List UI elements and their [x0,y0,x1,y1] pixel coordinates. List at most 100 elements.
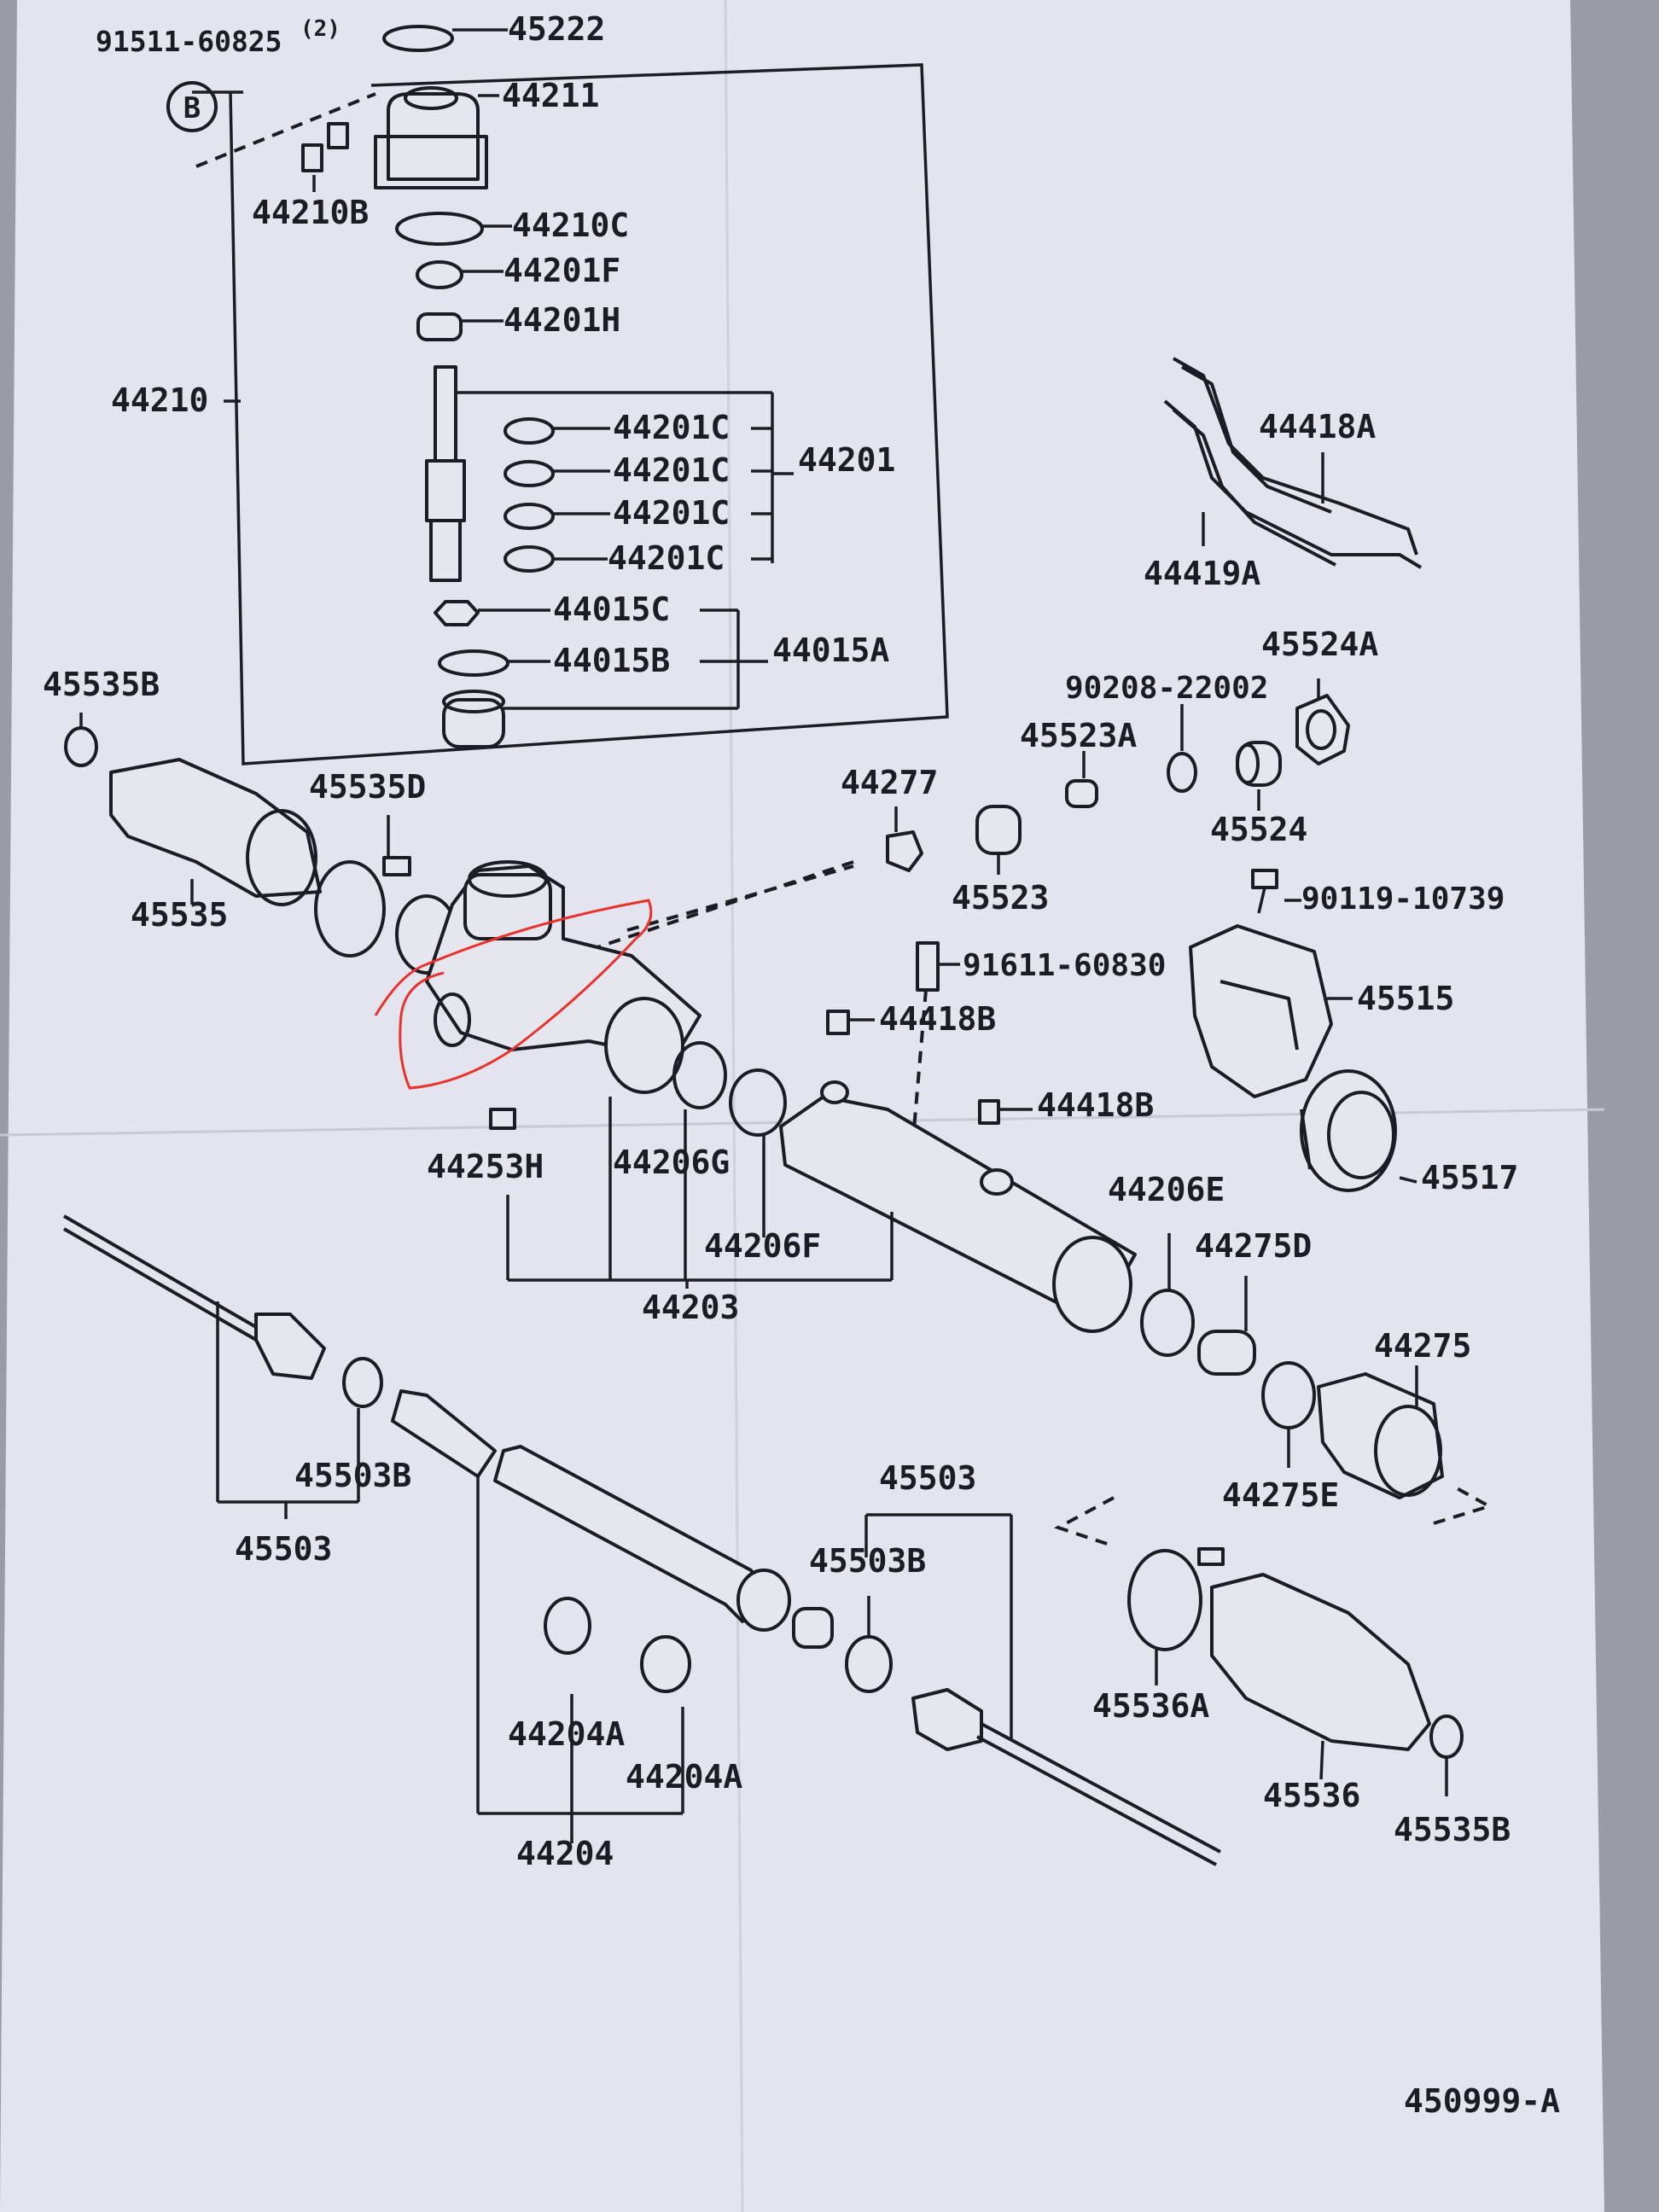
label-450999-a: 450999-A [1404,2082,1560,2120]
clamp-45535b-2 [1429,1714,1464,1759]
spring-45523a [1065,779,1098,808]
label-45535d: 45535D [309,768,426,806]
seal-45524a [1295,694,1350,765]
label-44201: 44201 [798,441,895,479]
red-highlight-annotation [374,899,653,1090]
group-box-44210 [229,63,949,765]
label-45515: 45515 [1357,980,1454,1017]
label-45523: 45523 [952,879,1049,917]
label-45503b-1: 45503B [294,1457,411,1494]
seal-44201c-2 [504,460,555,487]
bearing-44201h [416,312,463,341]
label-44418a: 44418A [1259,408,1376,445]
fitting-91611 [916,941,940,992]
label-44206f: 44206F [704,1227,821,1265]
boot-45536 [1210,1573,1431,1751]
plug-44277 [886,830,923,872]
label-44204: 44204 [516,1835,614,1872]
label-45517: 45517 [1421,1159,1518,1196]
label-45535b-1: 45535B [43,666,160,703]
grommet-45517 [1300,1069,1397,1192]
bushing-45523 [975,805,1022,855]
label-44015c: 44015C [553,591,670,628]
pipe-44418a [1173,357,1418,556]
label-44201c-3: 44201C [613,494,730,532]
label-44275: 44275 [1374,1327,1471,1365]
oring-44210c [395,212,484,246]
dashed-leader-b [195,92,376,168]
label-44201c-1: 44201C [613,409,730,446]
tie-rod-end-right [911,1688,983,1751]
clamp-45536a [1127,1549,1202,1651]
label-45536a: 45536A [1092,1687,1209,1725]
rack-44204-sleeve [391,1389,497,1478]
oring-44204a-1 [544,1597,591,1655]
label-90119-10739: 90119-10739 [1301,882,1505,917]
label-44275e: 44275E [1222,1476,1339,1514]
label-44204a-2: 44204A [626,1758,742,1796]
clamp-45535d [314,860,386,958]
paper-fold-line-vertical [724,0,744,2212]
label-44203: 44203 [642,1289,739,1326]
label-44201c-2: 44201C [613,451,730,489]
label-45222: 45222 [508,10,605,48]
tie-rod-left [62,1214,258,1329]
label-44201h: 44201H [504,301,620,339]
label-45503b-2: 45503B [809,1542,926,1580]
nut-44418b-1 [826,1010,850,1035]
washer-45503b-2 [845,1635,893,1693]
label-45536: 45536 [1263,1777,1360,1814]
label-44419a: 44419A [1144,555,1260,592]
plug-44015a [442,698,505,748]
label-91511-60825: 91511-60825 [96,25,282,58]
label-45503-2: 45503 [879,1459,976,1497]
label-91611-60830: 91611-60830 [963,948,1166,983]
label-44204a-1: 44204A [508,1715,625,1753]
label-44210c: 44210C [512,207,629,244]
label-44277: 44277 [841,764,938,801]
label-45523a: 45523A [1020,717,1137,754]
label-44210b: 44210B [252,194,369,231]
label-45503-1: 45503 [235,1530,332,1568]
label-90208-22002: 90208-22002 [1065,671,1268,706]
seal-44206e [1140,1289,1195,1357]
label-44275d: 44275D [1195,1227,1312,1265]
label-44418b-2: 44418B [1037,1086,1154,1124]
label-44253h: 44253H [427,1148,544,1185]
boot-45535 [109,758,322,898]
label-qty-2: (2) [300,16,341,42]
washer-45503b-1 [342,1357,383,1408]
nut-44015c [434,600,480,626]
label-44015a: 44015A [772,632,889,669]
label-44206g: 44206G [613,1144,730,1181]
label-44201c-4: 44201C [608,539,725,577]
label-44210: 44210 [111,381,208,419]
washer-90208 [1167,752,1197,793]
seal-44201c-1 [504,417,555,445]
paper-sheet [0,0,1604,2212]
label-45535: 45535 [131,896,228,934]
label-44015b: 44015B [553,642,670,679]
ring-44206g [672,1041,727,1109]
label-45535b-2: 45535B [1394,1811,1511,1848]
bracket-45515 [1189,924,1333,1098]
label-45524a: 45524A [1261,626,1378,663]
bolt-44210b [301,143,323,172]
tie-rod-right [981,1722,1221,1854]
nut-44418b-2 [978,1099,1000,1125]
washer-45222 [382,25,454,52]
pinion-shaft [434,365,457,471]
seal-44201f [416,260,463,289]
bushing-44204a-2 [640,1635,691,1693]
label-45524: 45524 [1210,811,1307,848]
ring-44206f [729,1068,787,1137]
label-44211: 44211 [502,77,599,114]
clamp-45535b-1 [64,726,98,767]
seal-44201c-3 [504,503,555,530]
bolt-90119 [1251,869,1278,889]
label-b: B [183,91,201,125]
label-44418b-1: 44418B [879,1000,996,1038]
bushing-44275d [1197,1330,1256,1376]
